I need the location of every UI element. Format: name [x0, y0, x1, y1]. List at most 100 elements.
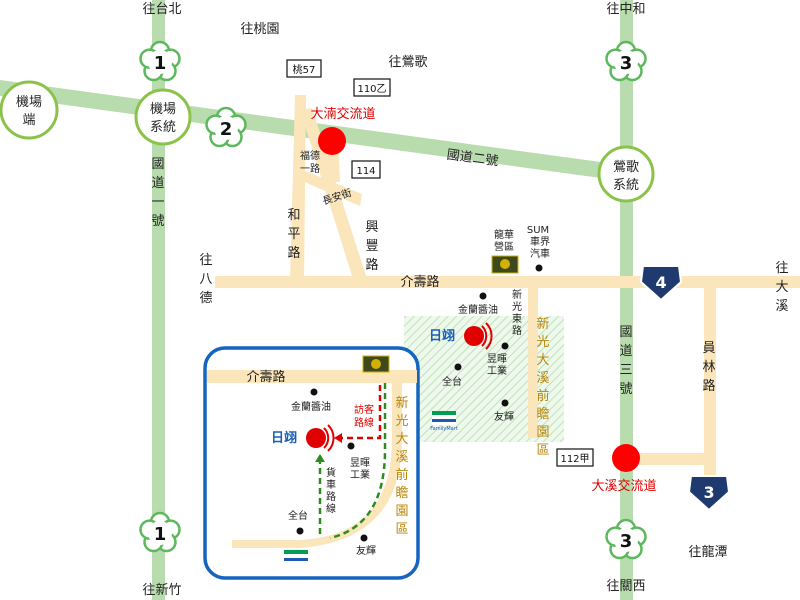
jinlan-marker: [479, 292, 487, 300]
xingfeng-road: [300, 108, 368, 282]
svg-text:園: 園: [395, 504, 408, 519]
xinguang-east-road-label: 新 光 東 路: [512, 288, 522, 337]
rishuo-label-main: 日翊: [429, 329, 455, 344]
svg-text:SUM: SUM: [527, 225, 549, 236]
svg-text:區: 區: [395, 522, 408, 537]
inset-jinlan-label: 金蘭醬油: [291, 400, 331, 413]
svg-text:貨: 貨: [326, 466, 336, 479]
svg-text:營區: 營區: [494, 240, 514, 253]
inset-visitor-route: [338, 385, 382, 440]
freeway-2-label: 國道二號: [446, 148, 500, 170]
svg-text:系統: 系統: [150, 120, 176, 135]
svg-text:園: 園: [536, 425, 549, 440]
svg-text:國: 國: [619, 325, 632, 340]
dazhi-interchange-label: 大湳交流道: [310, 106, 375, 122]
route-4-shield: 4: [639, 265, 683, 302]
svg-text:昱暉: 昱暉: [350, 457, 370, 469]
military-zone-label: 龍華 營區: [494, 228, 514, 253]
fude-road-label: 福德 一路: [300, 149, 320, 175]
daxi-interchange-marker: [612, 444, 640, 472]
svg-text:新: 新: [395, 395, 408, 411]
svg-text:3: 3: [620, 531, 633, 552]
inset-quantai-label: 全台: [288, 509, 308, 522]
freeway-1-road: [152, 0, 165, 600]
inset-road-label: 介壽路: [246, 369, 285, 385]
svg-text:一: 一: [151, 195, 164, 210]
xinguang-east-road: [528, 288, 538, 438]
rishuo-logo-main: [464, 322, 493, 350]
svg-text:豐: 豐: [365, 239, 378, 254]
route-114-box: 114: [351, 160, 381, 179]
inset-rishuo-label: 日翊: [271, 431, 297, 446]
svg-text:福德: 福德: [300, 149, 320, 162]
svg-text:溪: 溪: [775, 299, 788, 314]
inset-jinlan-marker: [310, 388, 318, 396]
direction-xinzhu: 往新竹: [142, 582, 181, 598]
svg-text:1: 1: [154, 524, 167, 545]
svg-text:新: 新: [512, 288, 522, 301]
yuanlin-road: [704, 276, 716, 481]
inset-military-icon: [362, 355, 390, 373]
svg-text:1: 1: [154, 53, 167, 74]
route-tao57-box: 桃57: [286, 59, 322, 78]
svg-text:110乙: 110乙: [357, 83, 386, 95]
svg-text:4: 4: [655, 273, 666, 292]
svg-text:道: 道: [619, 344, 632, 359]
svg-text:汽車: 汽車: [530, 247, 550, 260]
yusheng-label: 昱暉 工業: [487, 353, 507, 377]
svg-text:八: 八: [199, 272, 212, 287]
svg-text:三: 三: [619, 363, 632, 378]
inset-visitor-route-label: 訪客 路線: [354, 403, 374, 429]
svg-text:工業: 工業: [350, 468, 370, 481]
svg-text:號: 號: [619, 382, 632, 397]
svg-text:鶯歌: 鶯歌: [613, 160, 639, 175]
svg-text:3: 3: [703, 483, 714, 502]
youhui-label: 友輝: [494, 410, 514, 423]
military-zone-icon: [491, 255, 519, 274]
direction-daxi: 往 大 溪: [775, 261, 788, 314]
inset-truck-route-label: 貨 車 路 線: [326, 466, 336, 515]
inset-familymart-icon: [284, 550, 308, 564]
inset-truck-route-arrow: [315, 454, 325, 462]
airport-end-label-1: 機場: [16, 95, 42, 110]
svg-text:大: 大: [536, 353, 549, 368]
daxi-interchange-label: 大溪交流道: [591, 478, 656, 494]
svg-text:前: 前: [536, 388, 549, 404]
svg-text:區: 區: [536, 443, 549, 458]
jinlan-label: 金蘭醬油: [458, 303, 498, 316]
direction-zhonghe: 往中和: [606, 2, 645, 17]
inset-yusheng-label: 昱暉 工業: [350, 457, 370, 481]
heping-road: [290, 95, 306, 282]
svg-text:光: 光: [395, 414, 408, 429]
svg-text:員: 員: [702, 341, 715, 356]
svg-text:路: 路: [702, 378, 715, 394]
svg-text:光: 光: [512, 300, 522, 313]
direction-bade: 往 八 德: [199, 253, 212, 306]
svg-text:車: 車: [326, 478, 336, 491]
freeway-1-label: 國 道 一 號: [151, 157, 164, 229]
inset-youhui-label: 友輝: [356, 544, 376, 557]
direction-guanxi: 往關西: [606, 579, 645, 594]
svg-text:車界: 車界: [530, 235, 550, 248]
svg-text:路: 路: [512, 324, 522, 337]
quantai-label: 全台: [442, 375, 462, 388]
svg-text:平: 平: [287, 227, 300, 242]
inset-truck-route-curve: [329, 383, 387, 540]
svg-text:瞻: 瞻: [395, 486, 408, 501]
svg-text:龍華: 龍華: [494, 228, 514, 241]
svg-text:路: 路: [365, 257, 378, 273]
svg-text:前: 前: [395, 467, 408, 483]
heping-road-label: 和 平 路: [287, 208, 300, 261]
inset-visitor-route-arrow: [334, 433, 342, 443]
svg-text:系統: 系統: [613, 178, 639, 193]
road-112: [630, 453, 712, 465]
svg-text:路: 路: [287, 245, 300, 261]
direction-longtan: 往龍潭: [688, 544, 727, 560]
airport-system-marker: 機場 系統: [134, 88, 192, 146]
inset-map: 介壽路 金蘭醬油 日翊 訪客 路線 貨 車 路 線: [203, 346, 420, 580]
freeway-3-road: [620, 0, 633, 600]
inset-jieshou-road: [207, 370, 417, 383]
freeway-3-label: 國 道 三 號: [619, 325, 632, 397]
familymart-icon-main: FamilyMart: [430, 411, 458, 432]
